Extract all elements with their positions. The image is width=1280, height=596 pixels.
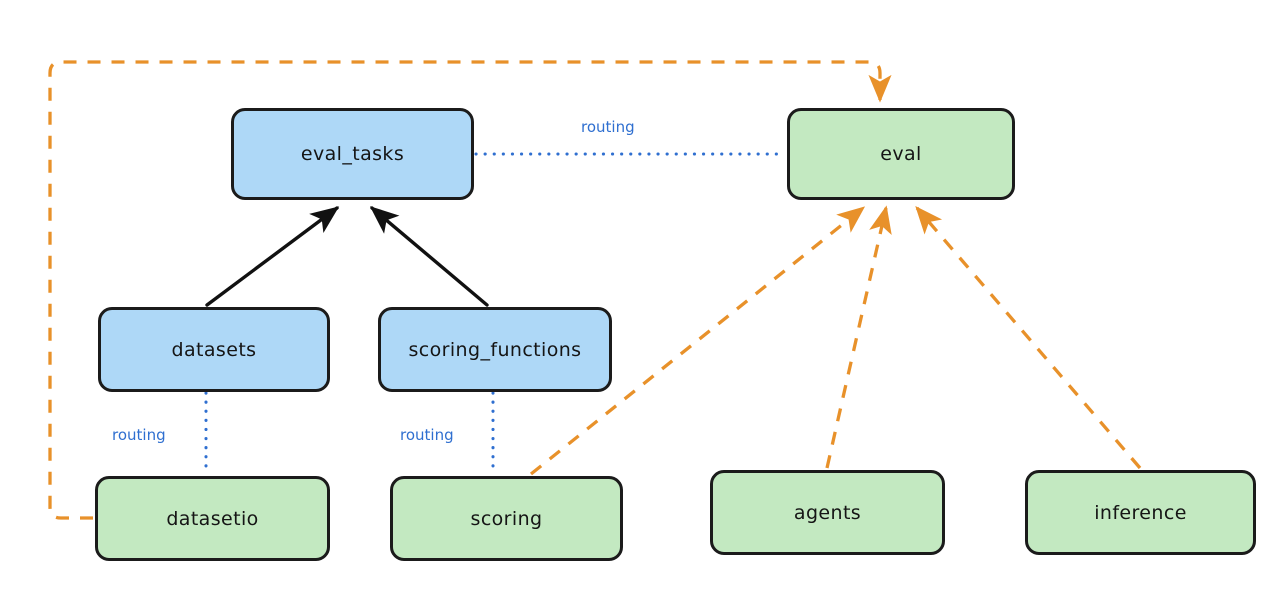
node-label: scoring bbox=[470, 507, 543, 530]
node-label: inference bbox=[1094, 501, 1187, 524]
edge-scoring-functions-to-eval-tasks bbox=[369, 206, 489, 307]
edge-label-routing-datasets: routing bbox=[110, 426, 168, 444]
edge-agents-to-eval bbox=[825, 205, 892, 469]
node-eval-tasks[interactable]: eval_tasks bbox=[231, 108, 474, 200]
node-scoring[interactable]: scoring bbox=[390, 476, 623, 561]
node-label: scoring_functions bbox=[408, 338, 582, 361]
node-label: datasetio bbox=[166, 507, 259, 530]
node-label: eval_tasks bbox=[300, 143, 405, 165]
edge-label-routing-eval-tasks: routing bbox=[579, 118, 637, 136]
node-inference[interactable]: inference bbox=[1025, 470, 1256, 555]
edge-datasets-to-eval-tasks bbox=[205, 206, 340, 307]
node-eval[interactable]: eval bbox=[787, 108, 1015, 200]
node-label: agents bbox=[793, 501, 862, 524]
edge-inference-to-eval bbox=[915, 205, 1142, 470]
node-datasetio[interactable]: datasetio bbox=[95, 476, 330, 561]
edge-label-routing-scoring: routing bbox=[398, 426, 456, 444]
node-scoring-functions[interactable]: scoring_functions bbox=[378, 307, 612, 392]
node-datasets[interactable]: datasets bbox=[98, 307, 330, 392]
node-label: datasets bbox=[171, 338, 257, 361]
node-agents[interactable]: agents bbox=[710, 470, 945, 555]
edge-datasetio-to-eval bbox=[48, 60, 892, 520]
node-label: eval bbox=[880, 143, 922, 165]
